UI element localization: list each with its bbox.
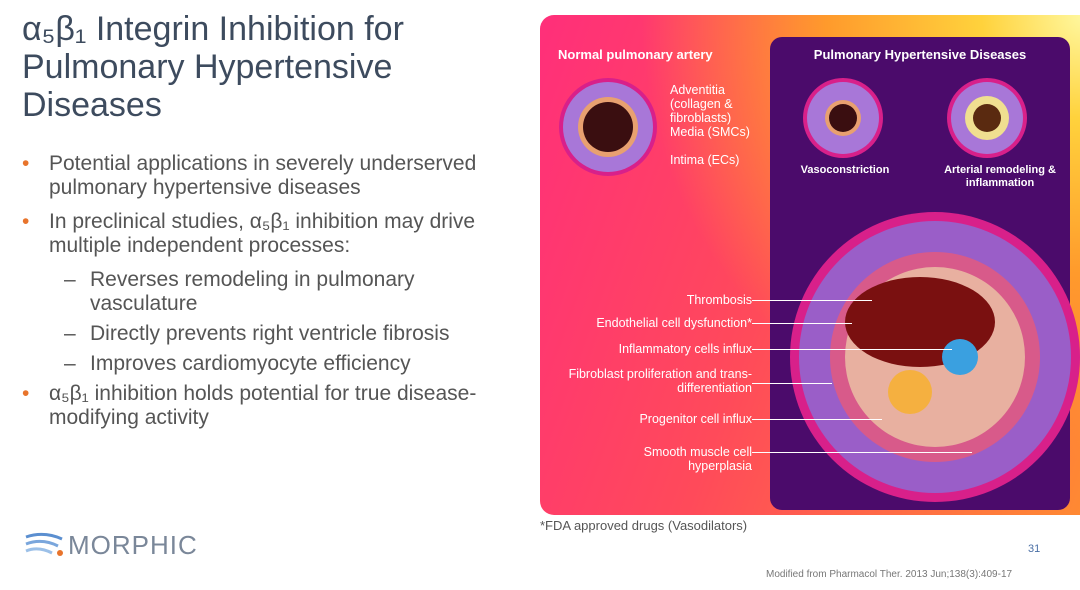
slide-title: α₅β₁ Integrin Inhibition for Pulmonary H… xyxy=(22,10,502,124)
vasoconstriction-artery-icon xyxy=(803,78,883,158)
leader-line xyxy=(752,323,852,324)
bullet: In preclinical studies, α₅β₁ inhibition … xyxy=(22,210,502,258)
logo-text: MORPHIC xyxy=(68,530,198,560)
title-line: α₅β₁ Integrin Inhibition for xyxy=(22,10,404,48)
reference: Modified from Pharmacol Ther. 2013 Jun;1… xyxy=(766,569,1013,580)
bullet: α₅β₁ inhibition holds potential for true… xyxy=(22,382,502,430)
morphic-logo: MORPHIC xyxy=(24,530,198,561)
page-number: 31 xyxy=(1028,543,1041,555)
bullet-list: Potential applications in severely under… xyxy=(22,152,502,440)
layer-label: Media (SMCs) xyxy=(670,125,750,139)
leader-line xyxy=(752,452,972,453)
title-line: Diseases xyxy=(22,86,162,124)
diseased-artery-cross-section-icon xyxy=(790,212,1080,502)
disease-box: Pulmonary Hypertensive Diseases Vasocons… xyxy=(770,37,1080,510)
leader-line xyxy=(752,349,952,350)
sub-bullet: Directly prevents right ventricle fibros… xyxy=(22,322,502,346)
normal-heading: Normal pulmonary artery xyxy=(558,47,713,62)
leader-line xyxy=(752,419,882,420)
process-label: Endothelial cell dysfunction* xyxy=(596,316,752,330)
layer-label: Intima (ECs) xyxy=(670,153,740,167)
process-label: Thrombosis xyxy=(686,293,752,307)
caption: Arterial remodeling & inflammation xyxy=(944,164,1056,189)
figure-panel: Normal pulmonary artery Adventitia (coll… xyxy=(540,15,1080,515)
logo-waves-icon xyxy=(25,532,63,556)
process-label: Progenitor cell influx xyxy=(639,412,752,426)
caption: Vasoconstriction xyxy=(800,164,890,176)
leader-line xyxy=(752,383,832,384)
sub-bullet: Reverses remodeling in pulmonary vascula… xyxy=(22,268,502,316)
remodeling-artery-icon xyxy=(947,78,1027,158)
process-label: Fibroblast proliferation and trans-diffe… xyxy=(568,367,752,395)
process-label: Smooth muscle cell hyperplasia xyxy=(643,445,752,473)
bullet: Potential applications in severely under… xyxy=(22,152,502,200)
disease-heading: Pulmonary Hypertensive Diseases xyxy=(813,47,1027,62)
sub-bullet: Improves cardiomyocyte efficiency xyxy=(22,352,502,376)
process-label: Inflammatory cells influx xyxy=(618,342,752,356)
leader-line xyxy=(752,300,872,301)
layer-label: Adventitia (collagen & fibroblasts) xyxy=(670,83,733,125)
normal-artery-icon xyxy=(559,78,657,176)
footnote: *FDA approved drugs (Vasodilators) xyxy=(540,518,748,533)
title-line: Pulmonary Hypertensive xyxy=(22,48,393,86)
